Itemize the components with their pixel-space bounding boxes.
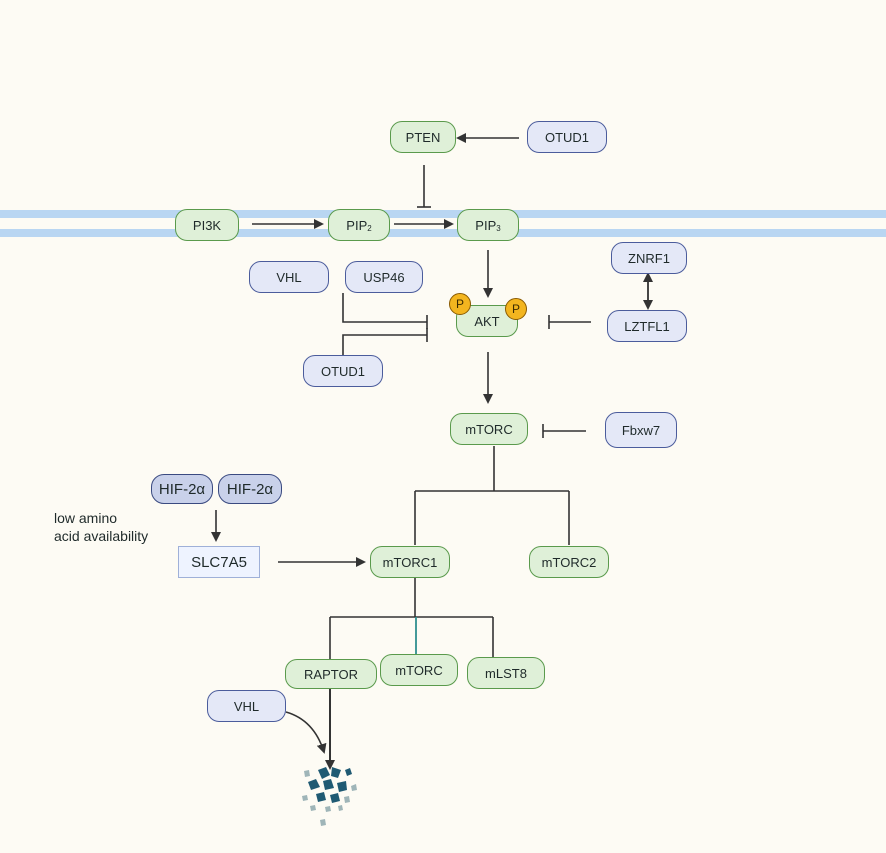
node-hif2a-2: HIF-2α bbox=[218, 474, 282, 504]
node-slc7a5: SLC7A5 bbox=[178, 546, 260, 578]
node-otud1-top: OTUD1 bbox=[527, 121, 607, 153]
pip3-subscript: 3 bbox=[496, 223, 501, 233]
inhibit-usp46-to-akt bbox=[342, 293, 427, 323]
node-mlst8: mLST8 bbox=[467, 657, 545, 689]
label-low-amino-line1: low amino bbox=[54, 510, 118, 526]
node-fbxw7: Fbxw7 bbox=[605, 412, 677, 448]
node-pten: PTEN bbox=[390, 121, 456, 153]
node-otud1-mid: OTUD1 bbox=[303, 355, 383, 387]
node-mtorc2: mTORC2 bbox=[529, 546, 609, 578]
pip2-subscript: 2 bbox=[367, 223, 372, 233]
membrane-band-top bbox=[0, 210, 886, 218]
node-hif2a-1: HIF-2α bbox=[151, 474, 213, 504]
node-usp46: USP46 bbox=[345, 261, 423, 293]
node-vhl-top: VHL bbox=[249, 261, 329, 293]
pip2-base: PIP bbox=[346, 217, 368, 233]
node-lztfl1: LZTFL1 bbox=[607, 310, 687, 342]
phospho-right-icon: P bbox=[505, 298, 527, 320]
node-pi3k: PI3K bbox=[175, 209, 239, 241]
phospho-left-icon: P bbox=[449, 293, 471, 315]
arrow-vhl-curve bbox=[285, 711, 327, 754]
node-raptor: RAPTOR bbox=[285, 659, 377, 689]
degradation-icon bbox=[302, 767, 357, 826]
node-znrf1: ZNRF1 bbox=[611, 242, 687, 274]
inhibit-otud1-to-akt bbox=[342, 334, 427, 355]
pip3-base: PIP bbox=[475, 217, 497, 233]
node-mtorc-sub: mTORC bbox=[380, 654, 458, 686]
node-mtorc1: mTORC1 bbox=[370, 546, 450, 578]
membrane-band-bottom bbox=[0, 229, 886, 237]
node-mtorc: mTORC bbox=[450, 413, 528, 445]
label-low-amino-line2: acid availability bbox=[54, 528, 149, 544]
node-vhl-bottom: VHL bbox=[207, 690, 286, 722]
